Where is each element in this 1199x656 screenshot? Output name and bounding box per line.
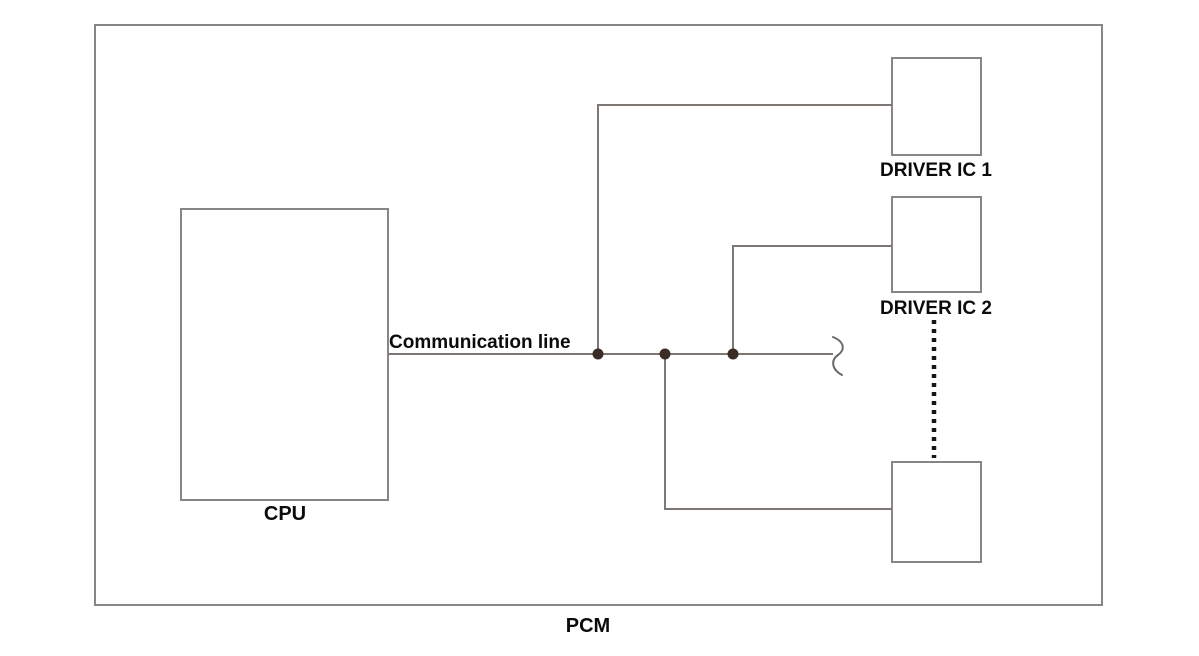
bus-junction-dot-3 — [727, 348, 739, 360]
bus-break-marker-icon — [832, 336, 844, 376]
bus-junction-dot-1 — [592, 348, 604, 360]
driver-ic-2-block-label: DRIVER IC 2 — [880, 298, 992, 319]
cpu-block-label: CPU — [263, 503, 307, 525]
pcm-enclosure-outline — [94, 24, 1103, 606]
driver-ic-1-block-outline — [891, 57, 982, 156]
driver-ic-2-block-outline — [891, 196, 982, 293]
pcm-enclosure-label: PCM — [565, 615, 611, 637]
branch-line-driver-ic-2 — [732, 245, 892, 354]
communication-line-label: Communication line — [389, 332, 571, 353]
cpu-block-outline — [180, 208, 389, 501]
driver-ic-1-block-label: DRIVER IC 1 — [880, 160, 992, 181]
branch-line-driver-ic-1 — [597, 104, 892, 354]
bus-junction-dot-2 — [659, 348, 671, 360]
branch-line-driver-ic-n — [664, 354, 892, 510]
driver-ic-n-block-outline — [891, 461, 982, 563]
